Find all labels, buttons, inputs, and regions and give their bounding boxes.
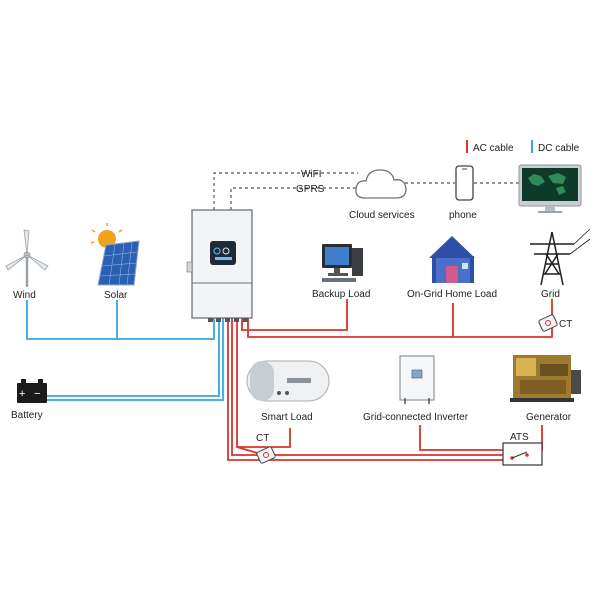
solar-panel-icon [90,223,140,286]
generator-icon [510,355,581,402]
grid-tower-icon [530,228,591,286]
backup-load-label: Backup Load [312,289,370,300]
gprs-label: GPRS [296,184,325,195]
ats-switch [502,442,543,466]
wifi-label: WiFI [301,169,322,180]
ac-cable-legend-label: AC cable [473,143,514,154]
smart-load-ac-cable [236,318,291,448]
smart-load-label: Smart Load [261,412,313,423]
backup-load-ac-cable [241,299,348,331]
generator-ac-cable-a [231,318,505,456]
battery-label: Battery [11,410,43,421]
ct-smart-icon [256,446,276,464]
solar-label: Solar [104,290,128,301]
grid-inverter-label: Grid-connected Inverter [363,412,469,423]
wind-turbine-icon [5,229,49,287]
home-load-label: On-Grid Home Load [407,289,497,300]
home-icon [429,236,475,283]
battery-dc-cable [46,318,220,397]
hybrid-inverter [186,209,253,322]
phone-icon [455,165,474,201]
wind-label: Wind [13,290,36,301]
ats-label: ATS [510,432,529,443]
battery-minus: − [34,388,40,400]
smart-load-icon [246,360,330,402]
wifi-link [213,172,358,210]
phone-label: phone [449,210,477,221]
backup-load-icon [322,244,363,282]
battery-dc-cable-neg [46,318,224,401]
ct-grid-label: CT [559,319,572,330]
battery-plus: + [19,388,25,400]
generator-ac-cable-b [227,318,505,461]
gprs-link [230,187,358,210]
ct-grid-icon [538,314,558,332]
battery-icon: + − [17,379,47,403]
home-load-grid-ac-cable [247,299,553,338]
wind-dc-cable [26,300,215,340]
grid-inverter-ac-cable [419,425,505,451]
dc-cables [26,300,224,401]
ct-smart-label: CT [256,433,269,444]
communication-links [213,172,520,210]
generator-label: Generator [526,412,572,423]
inverter-screen [210,241,236,265]
monitor-icon [518,164,582,213]
dc-cable-legend-label: DC cable [538,143,580,154]
cloud-label: Cloud services [349,210,415,221]
grid-label: Grid [541,289,560,300]
grid-inverter-icon [399,355,435,404]
cloud-icon [355,169,407,199]
legend: AC cable DC cable [466,140,580,154]
